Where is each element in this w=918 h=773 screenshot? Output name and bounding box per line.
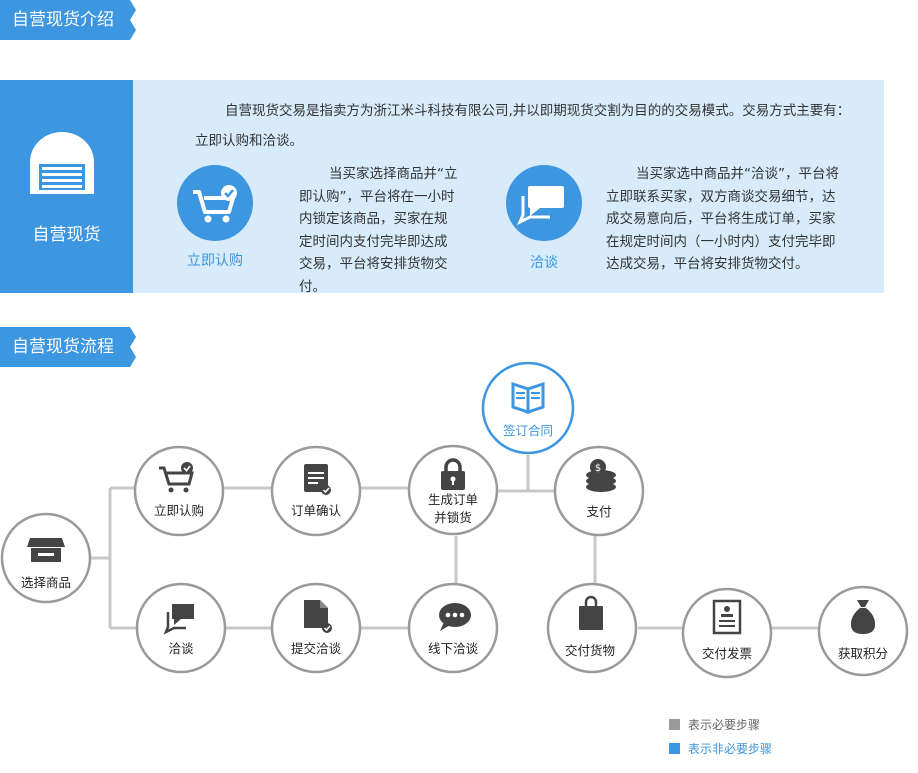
flow-connectors <box>91 455 819 630</box>
mode-desc-buy: 当买家选择商品并“立即认购”，平台将在一小时内锁定该商品，买家在规定时间内支付完… <box>299 166 458 295</box>
node-label-confirm: 订单确认 <box>290 503 341 518</box>
node-label-buy: 立即认购 <box>153 503 204 518</box>
svg-text:$: $ <box>595 463 601 474</box>
header-notch <box>124 327 136 367</box>
section-title: 自营现货介绍 <box>12 10 114 30</box>
intro-description: 自营现货交易是指卖方为浙江米斗科技有限公司,并以即期现货交割为目的的交易模式。交… <box>195 103 851 149</box>
node-label-invoice: 交付发票 <box>701 646 752 661</box>
header-notch <box>124 0 136 40</box>
node-label-negotiate: 洽谈 <box>168 641 194 656</box>
mode-desc-negotiate: 当买家选中商品并“洽谈”，平台将立即联系买家，双方商谈交易细节，达成交易意向后，… <box>606 166 839 272</box>
node-label-pay: 支付 <box>586 504 612 519</box>
speech-dots-icon <box>439 603 471 631</box>
node-label-contract: 签订合同 <box>502 423 553 438</box>
cart-check-icon <box>193 185 237 223</box>
chat-bubbles-icon <box>517 186 564 226</box>
invoice-icon <box>712 599 742 635</box>
clipboard-check-icon <box>304 464 331 495</box>
chat-bubbles-icon <box>163 604 194 635</box>
store-icon <box>27 538 65 562</box>
intro-side-panel: 自营现货 <box>0 80 133 293</box>
node-label-offline: 线下洽谈 <box>427 641 478 656</box>
money-bag-icon <box>850 600 876 634</box>
legend-swatch-blue <box>669 743 680 754</box>
node-label-submit: 提交洽谈 <box>290 641 341 656</box>
mode-icon-buy <box>177 165 253 241</box>
node-label-deliver: 交付货物 <box>564 643 615 658</box>
legend-label: 表示必要步骤 <box>688 718 761 732</box>
shopping-bag-icon <box>579 595 603 630</box>
mode-icon-negotiate <box>506 165 582 241</box>
mode-label-negotiate: 洽谈 <box>530 255 558 271</box>
padlock-icon <box>441 458 465 490</box>
node-label-points: 获取积分 <box>837 646 888 661</box>
node-offline <box>407 582 499 674</box>
intro-side-title: 自营现货 <box>32 225 101 245</box>
warehouse-icon <box>30 132 94 194</box>
legend-optional: 表示非必要步骤 <box>669 740 772 757</box>
legend-required: 表示必要步骤 <box>669 716 760 733</box>
section-header-flow: 自营现货流程 <box>0 327 136 367</box>
section-title: 自营现货流程 <box>12 337 114 357</box>
node-label-select: 选择商品 <box>20 575 71 590</box>
node-buy <box>133 445 225 537</box>
intro-content-panel: 自营现货交易是指卖方为浙江米斗科技有限公司,并以即期现货交割为目的的交易模式。交… <box>133 80 884 295</box>
coins-icon: $ <box>586 459 616 492</box>
open-book-icon <box>511 381 545 415</box>
mode-label-buy: 立即认购 <box>187 253 243 269</box>
document-check-icon <box>304 600 332 633</box>
legend-label: 表示非必要步骤 <box>688 742 773 756</box>
node-label-lock: 生成订单 并锁货 <box>427 492 478 525</box>
legend-swatch-gray <box>669 719 680 730</box>
cart-check-icon <box>159 462 194 493</box>
section-header-intro: 自营现货介绍 <box>0 0 136 40</box>
